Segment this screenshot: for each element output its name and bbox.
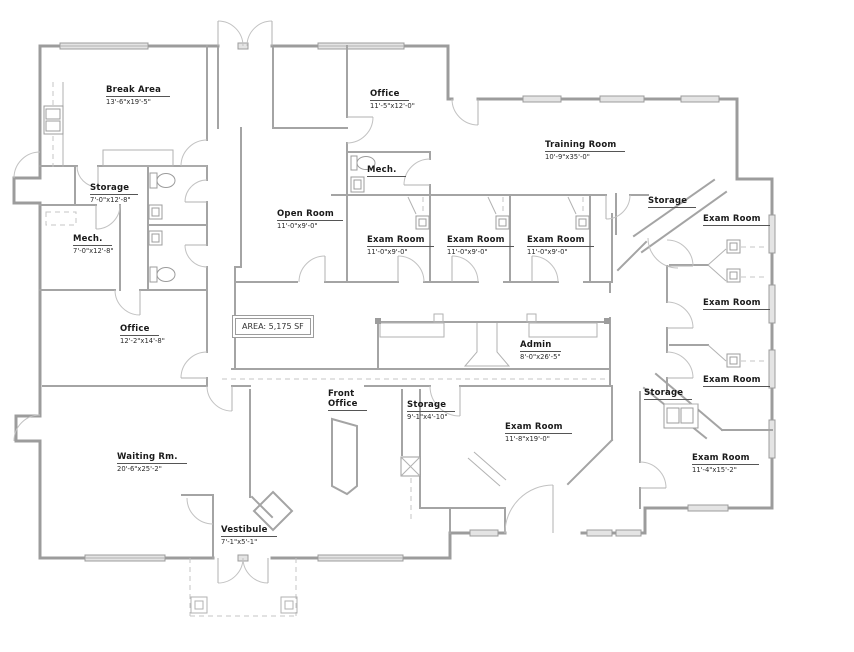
toilet-icon xyxy=(350,155,376,171)
sink-icon xyxy=(726,353,741,368)
toilet-icon xyxy=(149,266,176,283)
room-label-storage-3: Storage xyxy=(644,388,693,401)
interior-walls xyxy=(39,45,773,559)
entry-porch xyxy=(189,558,298,617)
vestibule-kiosk xyxy=(252,490,294,532)
dashed-lines xyxy=(45,82,768,520)
door-swings xyxy=(13,20,694,584)
sink-icon xyxy=(726,268,741,283)
sink-icon xyxy=(567,196,590,230)
admin-cubicles xyxy=(375,313,610,367)
double-sink-icon xyxy=(663,403,699,429)
sink-icon xyxy=(350,176,365,193)
sink-icon xyxy=(148,230,163,246)
toilet-icon xyxy=(149,172,176,189)
porch-column xyxy=(280,596,298,614)
break-counter xyxy=(102,149,174,167)
room-label-exam-right-3: Exam Room xyxy=(703,375,770,388)
room-label-waiting-room: Waiting Rm.20'-6"x25'-2" xyxy=(117,452,187,473)
sink-icon xyxy=(726,239,741,254)
room-label-exam-right-1: Exam Room xyxy=(703,214,770,227)
sink-icon xyxy=(407,196,430,230)
room-label-mech-2: Mech. xyxy=(367,165,406,178)
kitchen-sink-icon xyxy=(43,82,64,167)
reception-desk xyxy=(331,417,358,496)
room-label-exam-right-2: Exam Room xyxy=(703,298,770,311)
area-callout-text: AREA: 5,175 SF xyxy=(235,318,311,335)
sink-icon xyxy=(487,196,510,230)
sink-icon xyxy=(148,204,163,220)
room-label-storage-2: Storage xyxy=(648,196,697,209)
exterior-walls xyxy=(12,44,774,560)
area-callout: AREA: 5,175 SF xyxy=(232,315,314,338)
porch-column xyxy=(190,596,208,614)
room-label-mech-1: Mech.7'-0"x12'-8" xyxy=(73,234,114,256)
floor-sink-icon xyxy=(400,456,421,477)
